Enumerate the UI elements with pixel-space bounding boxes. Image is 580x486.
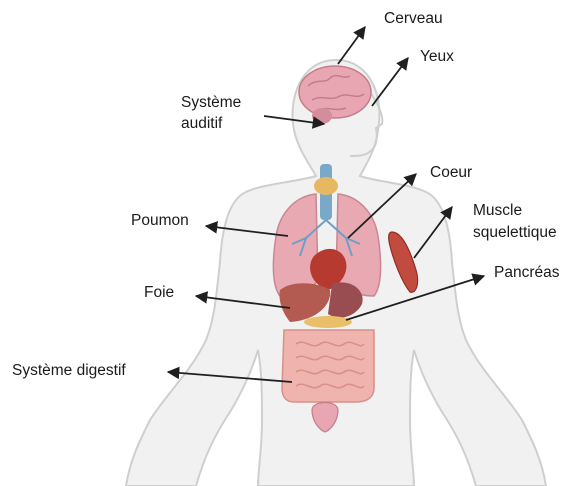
label-cerveau: Cerveau bbox=[384, 9, 443, 28]
label-systeme-auditif-2: auditif bbox=[181, 114, 222, 133]
thyroid bbox=[314, 177, 338, 195]
brain bbox=[299, 66, 371, 118]
cerebellum bbox=[312, 108, 332, 124]
label-coeur: Coeur bbox=[430, 163, 472, 182]
label-yeux: Yeux bbox=[420, 47, 454, 66]
large-intestine bbox=[282, 330, 374, 402]
label-foie: Foie bbox=[144, 283, 174, 302]
label-muscle-1: Muscle bbox=[473, 201, 522, 220]
label-systeme-digestif: Système digestif bbox=[12, 361, 126, 380]
arrow-cerveau bbox=[338, 27, 365, 64]
label-systeme-auditif-1: Système bbox=[181, 93, 241, 112]
label-pancreas: Pancréas bbox=[494, 263, 559, 282]
pancreas bbox=[304, 316, 352, 328]
arrow-yeux bbox=[372, 58, 408, 106]
label-poumon: Poumon bbox=[131, 211, 189, 230]
label-muscle-2: squelettique bbox=[473, 223, 557, 242]
